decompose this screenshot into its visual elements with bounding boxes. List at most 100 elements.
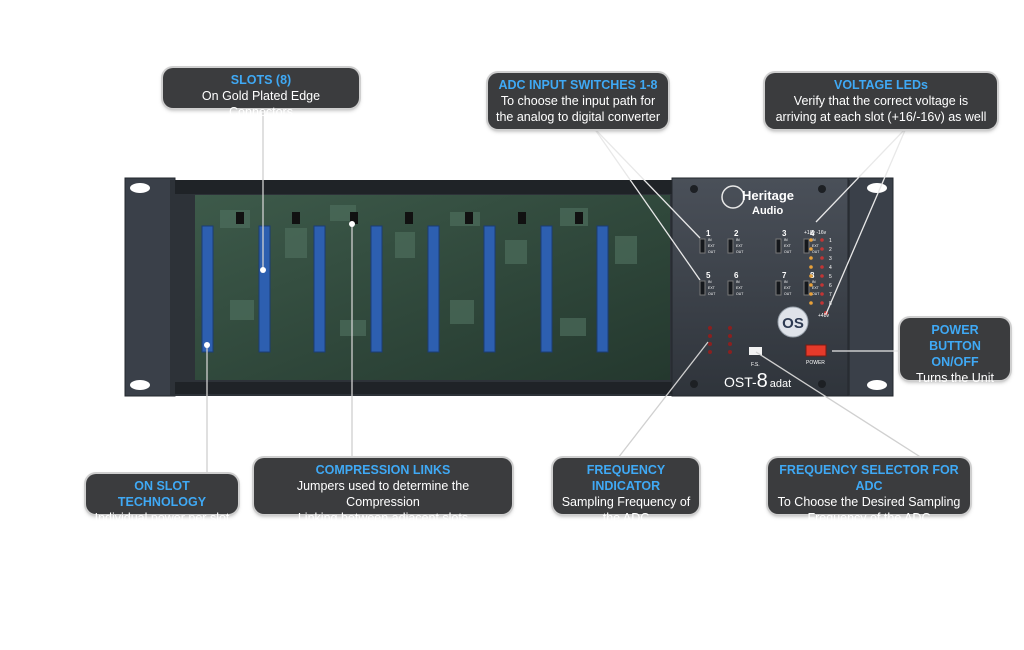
callout-adc-desc-2: the analog to digital converter [496,110,660,124]
switch-8-label-ext: EXT [812,286,820,290]
brand-line1: Heritage [742,188,794,203]
voltage-led-4-neg [820,265,824,269]
switch-2-label-out: OUT [736,250,744,254]
callout-onslot-title: ON SLOT TECHNOLOGY [117,479,207,509]
heritage-logo-icon [721,185,745,209]
adc-switch-6[interactable] [727,280,734,296]
adc-switch-1[interactable] [699,238,706,254]
switch-7-label-in: IN [784,280,788,284]
switch-7-label-out: OUT [784,292,792,296]
adc-switch-8[interactable] [803,280,810,296]
callout-slots-desc: On Gold Plated Edge Connectors [201,89,321,119]
switch-2-label-ext: EXT [736,244,744,248]
callout-compression-links: COMPRESSION LINKS Jumpers used to determ… [254,458,512,525]
voltage-led-3-pos [809,256,813,260]
callout-freq-sel-desc-1: To Choose the Desired Sampling [777,495,961,509]
callout-frequency-indicator: FREQUENCY INDICATOR Sampling Frequency o… [553,458,699,525]
switch-8-label-out: OUT [812,292,820,296]
voltage-led-5-pos [809,274,813,278]
callout-adc-desc-1: To choose the input path for [500,94,656,108]
switch-5-label-in: IN [708,280,712,284]
voltage-row-label-2: 2 [829,247,832,253]
switch-3-label-ext: EXT [784,244,792,248]
callout-freq-ind-desc-2: the ADC [602,511,650,525]
model-suffix: adat [770,378,791,390]
os-logo-text: OS [782,315,804,332]
pointer-dot [260,267,266,273]
callout-voltage-title: VOLTAGE LEDs [834,78,928,92]
adc-switch-5[interactable] [699,280,706,296]
voltage-led-7-pos [809,292,813,296]
callout-voltage-leds: VOLTAGE LEDs Verify that the correct vol… [765,73,997,129]
switch-4-label-in: IN [812,238,816,242]
rack-hole-icon [130,380,150,390]
switch-1-label-ext: EXT [708,244,716,248]
pointer-dot [204,342,210,348]
switch-3-label-out: OUT [784,250,792,254]
pointer-dot [349,221,355,227]
switch-number-6: 6 [734,271,739,280]
slot-connectors [201,225,609,353]
compression-jumpers [236,212,583,224]
voltage-led-1-pos [809,238,813,242]
leader-lines [206,108,923,475]
voltage-led-4-pos [809,265,813,269]
voltage-led-1-neg [820,238,824,242]
fs-selector-button[interactable] [749,347,762,355]
voltage-row-label-1: 1 [829,238,832,244]
model-prefix: OST- [724,374,757,390]
adc-switch-7[interactable] [775,280,782,296]
voltage-led-6-neg [820,283,824,287]
callout-power-button: POWER BUTTON ON/OFF Turns the Unit On [900,318,1010,401]
fs-label: F.S. [751,362,760,368]
adc-switch-group: 1INEXTOUT2INEXTOUT3INEXTOUT4INEXTOUT5INE… [699,229,820,296]
voltage-row-label-3: 3 [829,256,832,262]
voltage-led-6-pos [809,283,813,287]
callout-freq-ind-title: FREQUENCY INDICATOR [586,463,666,493]
callout-voltage-desc-2: arriving at each slot (+16/-16v) as well [775,110,987,124]
callout-slots-title: SLOTS (8) [230,73,292,87]
callout-slots: SLOTS (8) On Gold Plated Edge Connectors [163,68,359,119]
voltage-48-label: +48v [818,313,829,319]
power-label: POWER [806,360,825,366]
voltage-row-label-7: 7 [829,292,832,298]
voltage-led-2-pos [809,247,813,251]
callout-freq-sel-desc-2: Frequency of the ADC [807,511,931,525]
voltage-led-3-neg [820,256,824,260]
switch-8-label-in: IN [812,280,816,284]
callout-compression-desc-1: Jumpers used to determine the Compressio… [296,479,470,509]
switch-1-label-out: OUT [708,250,716,254]
callout-adc-switches: ADC INPUT SWITCHES 1-8 To choose the inp… [488,73,668,129]
switch-6-label-in: IN [736,280,740,284]
switch-4-label-ext: EXT [812,244,820,248]
voltage-row-label-6: 6 [829,283,832,289]
power-button[interactable] [805,344,827,357]
voltage-row-label-5: 5 [829,274,832,280]
callout-onslot-desc: Individual power per slot [94,511,230,525]
callout-freq-sel-title: FREQUENCY SELECTOR FOR ADC [779,463,959,493]
adc-switch-4[interactable] [803,238,810,254]
voltage-led-8-pos [809,301,813,305]
switch-number-7: 7 [782,271,787,280]
switch-number-2: 2 [734,229,739,238]
switch-5-label-out: OUT [708,292,716,296]
model-number: 8 [757,370,768,392]
voltage-row-label-4: 4 [829,265,832,271]
voltage-led-2-neg [820,247,824,251]
voltage-led-5-neg [820,274,824,278]
callout-compression-title: COMPRESSION LINKS [315,463,451,477]
callout-on-slot: ON SLOT TECHNOLOGY Individual power per … [86,474,238,525]
switch-number-4: 4 [810,229,815,238]
rack-ear-left [124,177,176,397]
voltage-header: +16v -16v [804,230,827,236]
adc-switch-3[interactable] [775,238,782,254]
switch-number-5: 5 [706,271,711,280]
callout-compression-desc-2: Linking between adjacent slots [297,511,469,525]
adc-switch-2[interactable] [727,238,734,254]
rack-ear-right [847,177,894,397]
switch-1-label-in: IN [708,238,712,242]
rack-hole-icon [867,380,887,390]
